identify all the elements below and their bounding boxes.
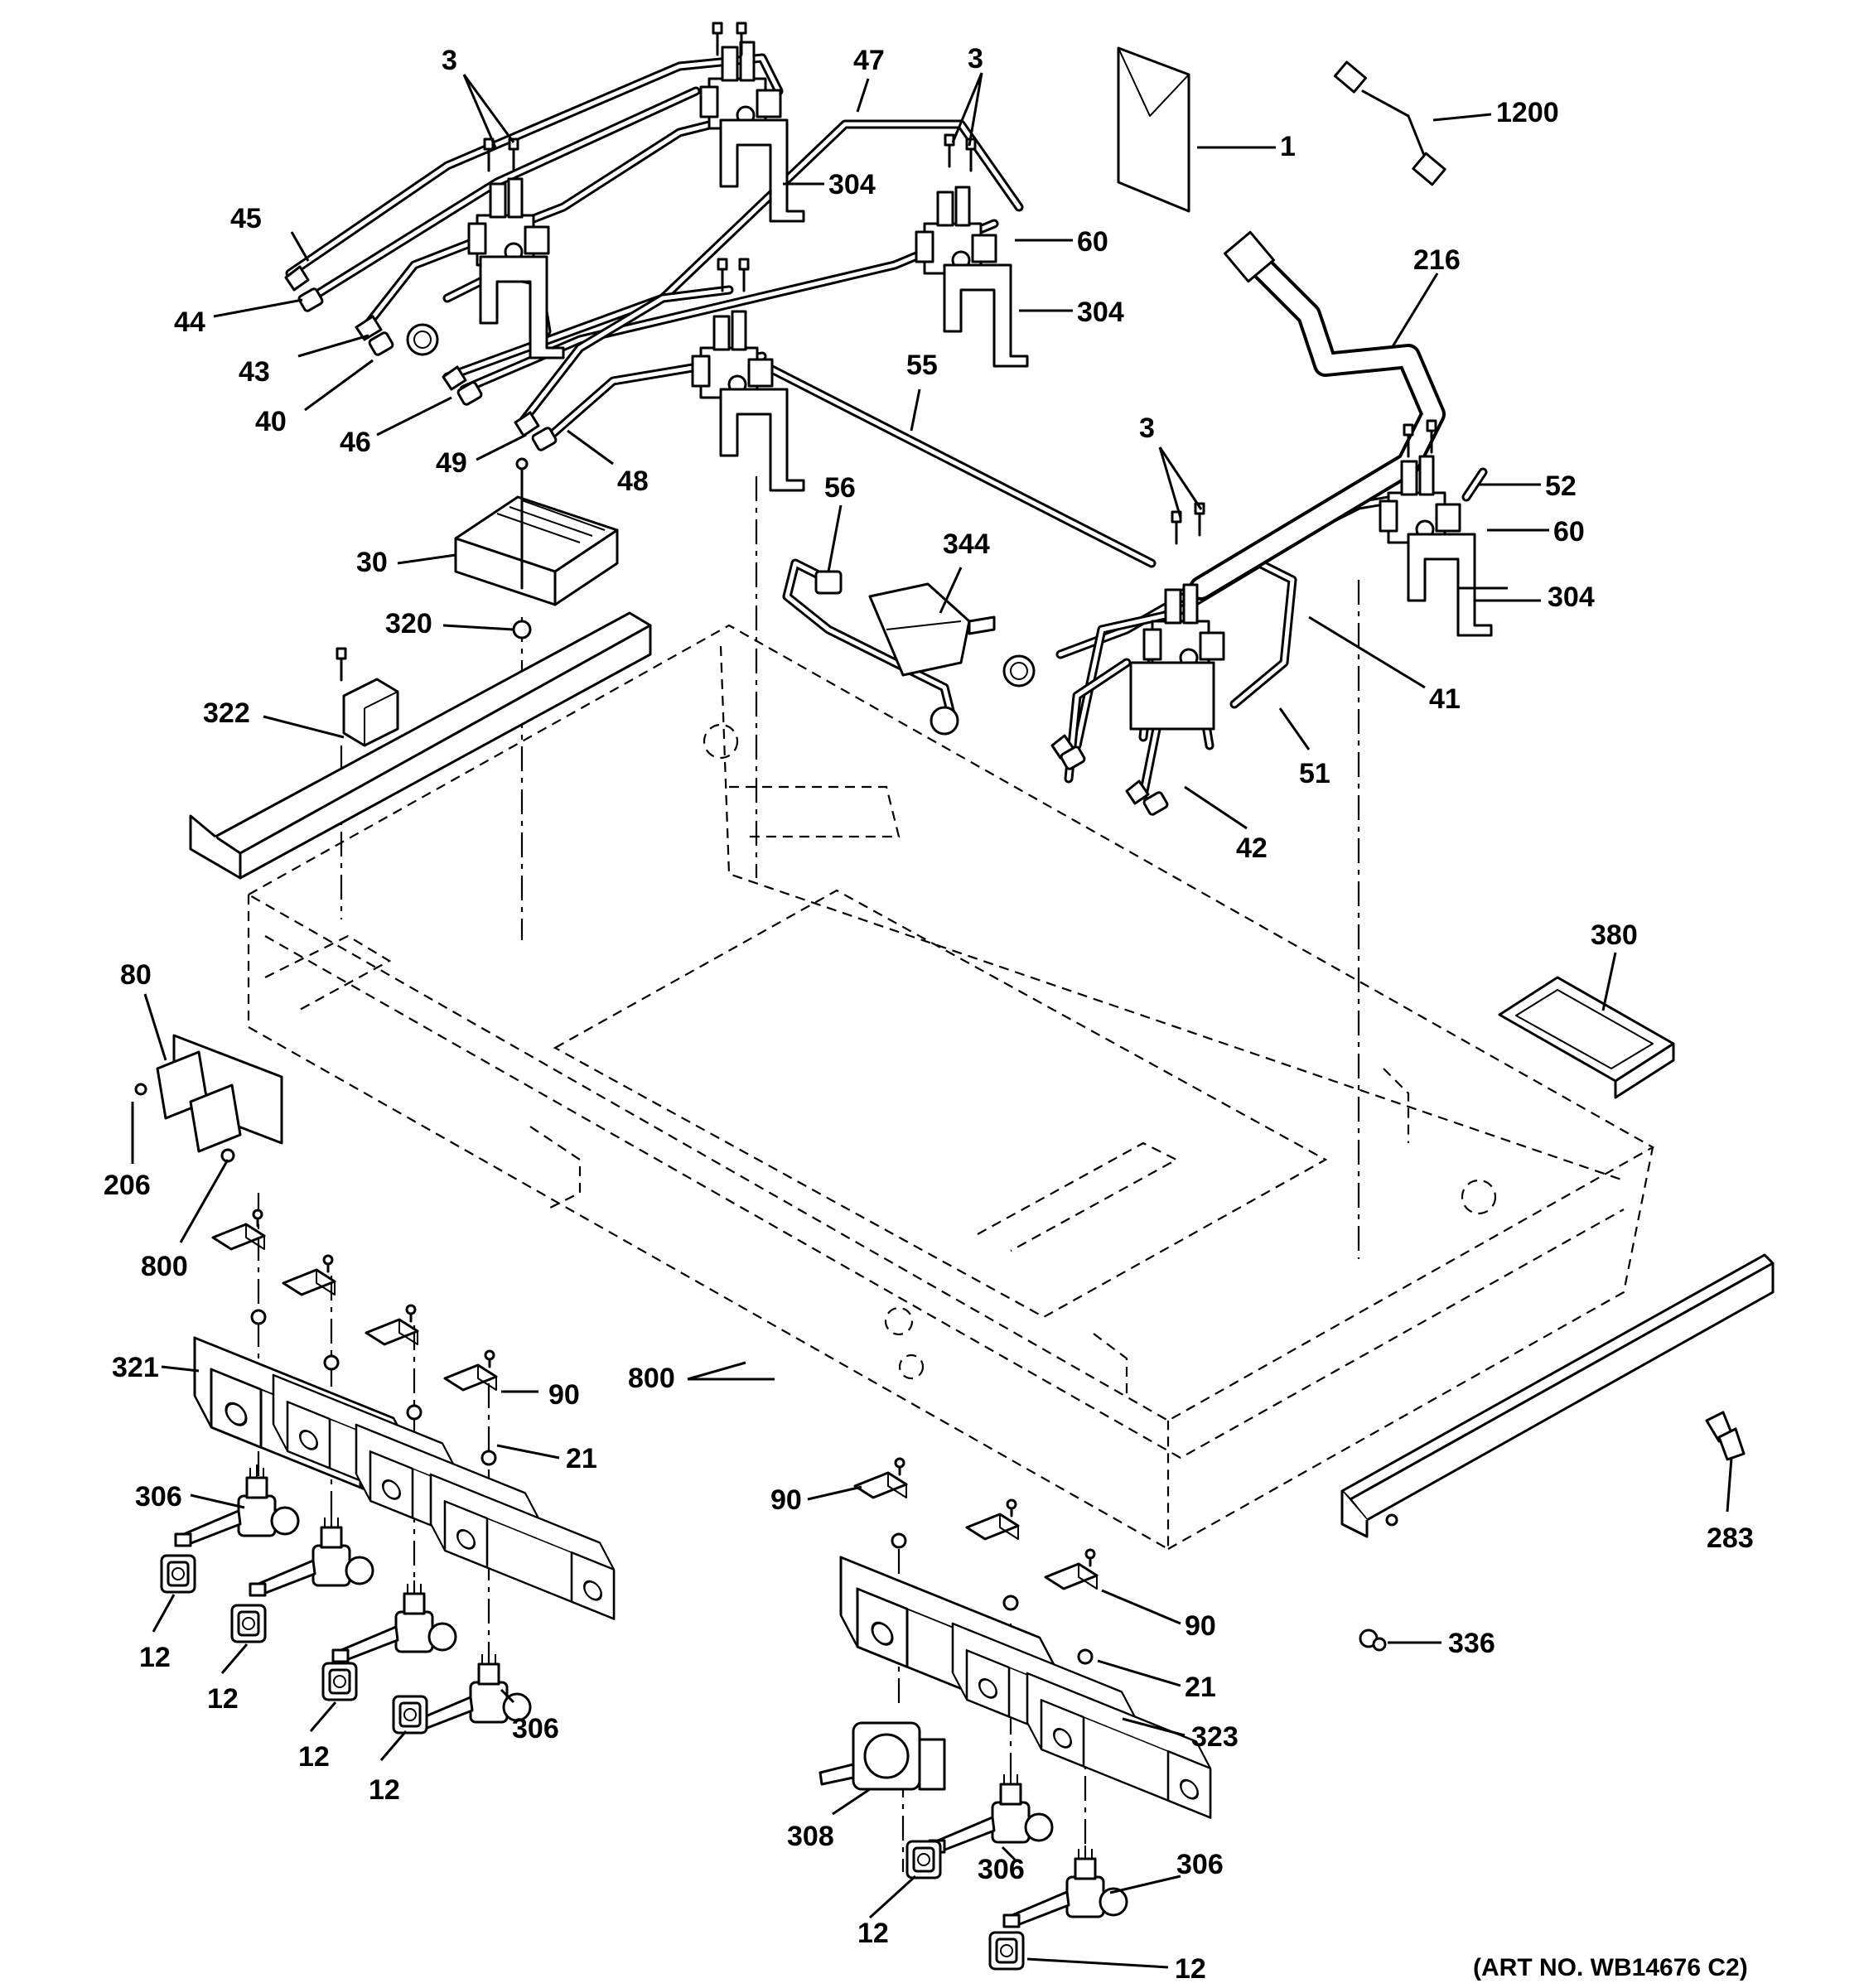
callout-42: 42 — [1236, 832, 1268, 864]
main-gas-hose — [1189, 230, 1446, 601]
callout-320: 320 — [385, 608, 432, 639]
callout-304-c: 304 — [1548, 581, 1595, 613]
callout-283: 283 — [1707, 1522, 1754, 1554]
callout-90-a: 90 — [548, 1379, 580, 1411]
callout-52: 52 — [1545, 470, 1577, 502]
callout-labels: 3 47 3 1200 1 304 45 60 216 304 44 43 55… — [104, 43, 1754, 1985]
callout-323: 323 — [1191, 1721, 1239, 1753]
callout-380: 380 — [1591, 919, 1638, 951]
callout-48: 48 — [617, 466, 649, 497]
valve-group-lower-right — [1129, 583, 1225, 731]
callout-206: 206 — [104, 1170, 151, 1201]
callout-1: 1 — [1280, 131, 1296, 162]
callout-216: 216 — [1413, 244, 1461, 276]
callout-51: 51 — [1299, 758, 1330, 789]
callout-47: 47 — [853, 45, 885, 76]
valve-group-mid — [915, 186, 1029, 368]
callout-12-e: 12 — [857, 1918, 889, 1949]
callout-21-b: 21 — [1185, 1672, 1216, 1703]
callout-55: 55 — [906, 350, 938, 381]
art-number: (ART NO. WB14676 C2) — [1473, 1954, 1748, 1981]
callout-12-a: 12 — [139, 1642, 171, 1673]
left-burner-manifold — [160, 1209, 616, 1735]
owners-manual-icon — [1117, 46, 1190, 213]
left-rail-icon — [189, 611, 652, 880]
callout-321: 321 — [112, 1352, 159, 1383]
callout-21-a: 21 — [566, 1443, 597, 1474]
callout-306-a: 306 — [135, 1481, 182, 1513]
callout-44: 44 — [174, 306, 205, 338]
callout-800-b: 800 — [628, 1363, 675, 1394]
callout-12-f: 12 — [1175, 1953, 1206, 1985]
callout-41: 41 — [1429, 683, 1461, 715]
callout-45: 45 — [230, 203, 262, 234]
callout-46: 46 — [340, 427, 371, 458]
range-chassis-outline — [246, 624, 1655, 1551]
callout-304-a: 304 — [828, 169, 876, 200]
callout-40: 40 — [255, 406, 287, 437]
tube-fittings — [284, 265, 1169, 816]
junction-box-icon — [1498, 976, 1675, 1099]
callout-306-d: 306 — [1176, 1849, 1224, 1880]
terminal-block-icon — [454, 457, 619, 639]
callout-60-a: 60 — [1077, 226, 1108, 258]
callout-800-a: 800 — [141, 1251, 188, 1282]
valve-group-center — [691, 310, 805, 492]
callout-3-mid: 3 — [968, 43, 983, 75]
right-burner-manifold — [819, 1457, 1212, 1971]
callout-43: 43 — [239, 356, 270, 388]
small-hardware-icons — [1359, 1411, 1746, 1652]
callout-90-b: 90 — [770, 1484, 802, 1516]
callout-306-b: 306 — [512, 1713, 559, 1744]
right-rail-icon — [1340, 1253, 1775, 1538]
callout-56: 56 — [824, 472, 856, 504]
leader-lines — [131, 72, 1733, 1969]
callout-304-b: 304 — [1077, 297, 1124, 328]
callout-49: 49 — [436, 447, 467, 479]
ignition-module-panel-icon — [134, 1034, 283, 1163]
callout-3-right: 3 — [1139, 413, 1155, 444]
upper-tubing-assembly — [285, 53, 1488, 800]
callout-344: 344 — [943, 528, 990, 560]
callout-60-b: 60 — [1553, 516, 1585, 548]
callout-322: 322 — [203, 697, 250, 729]
callout-1200: 1200 — [1496, 97, 1559, 128]
callout-3-left: 3 — [442, 45, 457, 76]
callout-30: 30 — [356, 547, 388, 578]
callout-90-c: 90 — [1185, 1610, 1216, 1642]
regulator-icon — [782, 558, 996, 736]
callout-336: 336 — [1448, 1628, 1495, 1659]
callout-12-d: 12 — [369, 1774, 400, 1806]
valve-group-top-center — [699, 41, 805, 223]
callout-12-c: 12 — [298, 1741, 330, 1773]
wire-harness-icon — [1333, 60, 1446, 186]
callout-308: 308 — [787, 1821, 834, 1852]
callout-306-c: 306 — [978, 1854, 1025, 1885]
callout-12-b: 12 — [207, 1683, 239, 1715]
callout-80: 80 — [120, 959, 152, 991]
